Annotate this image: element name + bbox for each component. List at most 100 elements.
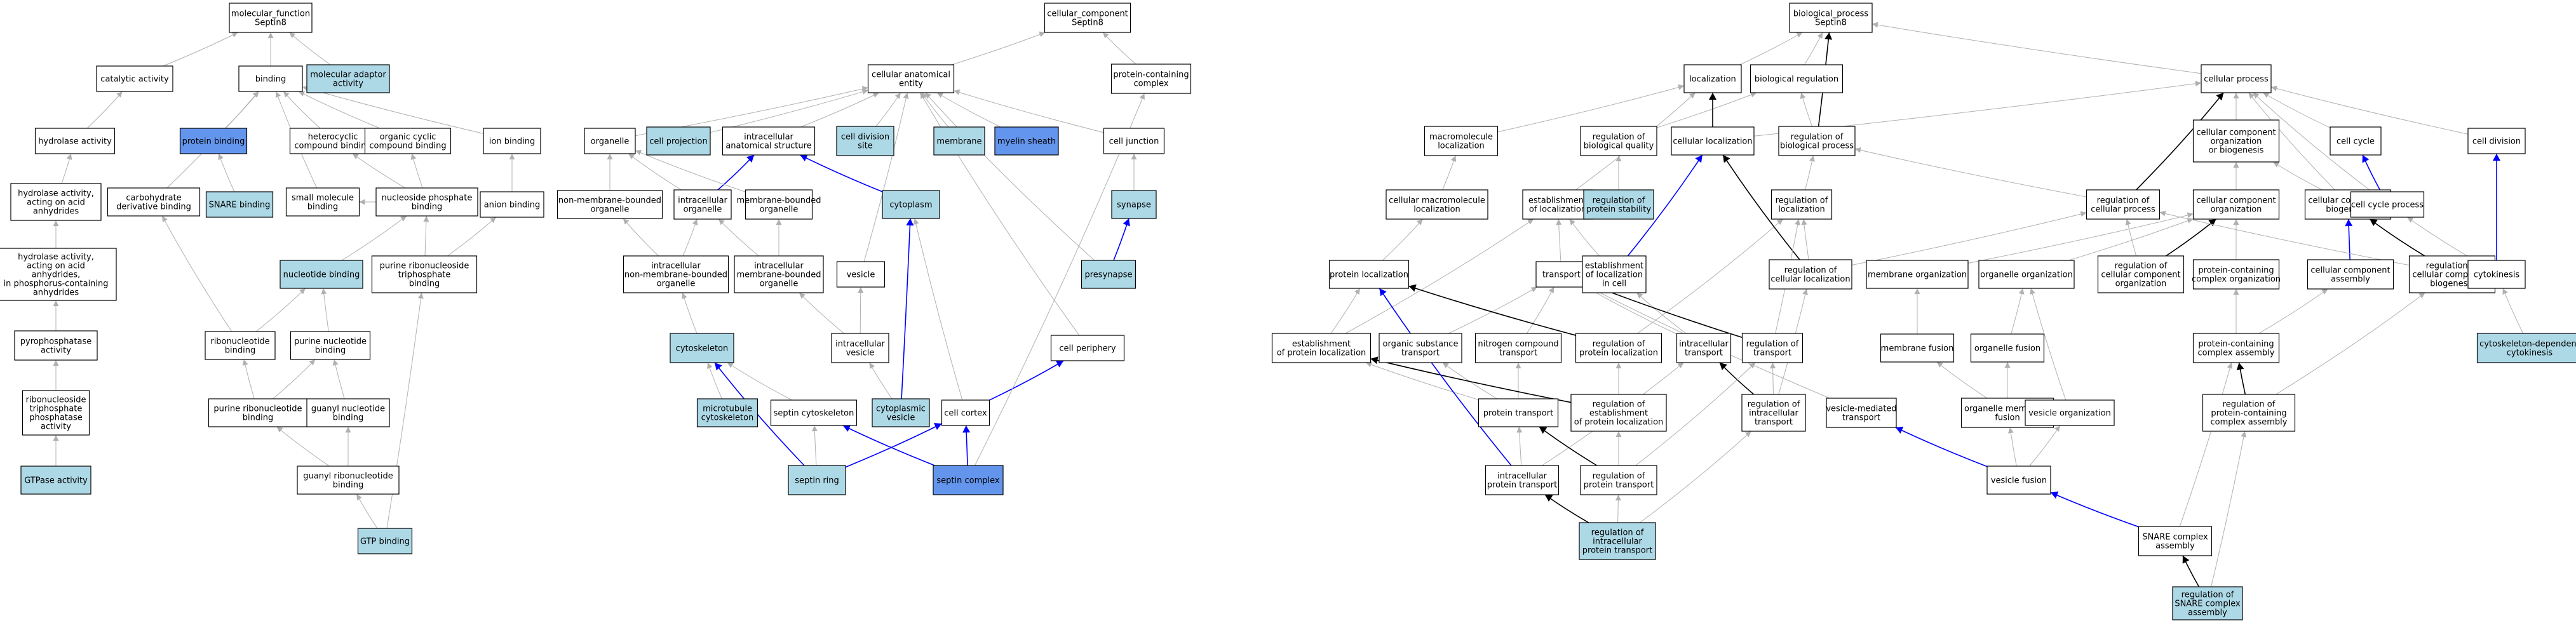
node-memorgp[interactable]: membrane organization	[1866, 260, 1969, 289]
node-transport[interactable]: transport	[1535, 261, 1588, 288]
node-organelle[interactable]: organelle	[584, 128, 636, 154]
node-hyd[interactable]: hydrolase activity	[34, 128, 116, 154]
node-cellproc[interactable]: cellular process	[2201, 64, 2272, 93]
node-ionb[interactable]: ion binding	[483, 128, 541, 154]
node-protb[interactable]: protein binding	[179, 128, 248, 154]
node-vesicle[interactable]: vesicle	[836, 261, 886, 288]
node-memfusion[interactable]: membrane fusion	[1880, 333, 1955, 363]
node-vesfusion[interactable]: vesicle fusion	[1986, 466, 2051, 495]
node-cytoplasm[interactable]: cytoplasm	[882, 190, 940, 219]
node-rntpase[interactable]: ribonucleosidetriphosphatephosphataseact…	[22, 390, 90, 436]
node-cellproj[interactable]: cell projection	[646, 126, 711, 156]
node-orgfusion[interactable]: organelle fusion	[1970, 333, 2045, 363]
node-bind[interactable]: binding	[238, 65, 303, 92]
node-ccproc[interactable]: cell cycle process	[2350, 191, 2425, 218]
node-gtpase[interactable]: GTPase activity	[20, 466, 91, 495]
node-cellloc[interactable]: cellular localization	[1671, 126, 1755, 156]
node-septring[interactable]: septin ring	[788, 465, 846, 495]
node-synapse[interactable]: synapse	[1111, 190, 1157, 219]
node-gtpb[interactable]: GTP binding	[357, 528, 413, 554]
node-cytokinesis[interactable]: cytokinesis	[2467, 260, 2526, 289]
node-presyn[interactable]: presynapse	[1081, 260, 1136, 289]
node-cellper[interactable]: cell periphery	[1050, 335, 1125, 361]
node-bioreg[interactable]: biological regulation	[1750, 64, 1844, 93]
node-intranonmem[interactable]: intracellularnon-membrane-boundedorganel…	[623, 255, 729, 293]
node-hydacid[interactable]: hydrolase activity,acting on acidanhydri…	[10, 183, 102, 221]
node-cytoskel[interactable]: cytoskeleton	[670, 333, 734, 363]
node-celljunc[interactable]: cell junction	[1103, 128, 1165, 154]
node-prottrans[interactable]: protein transport	[1478, 398, 1559, 427]
node-loc[interactable]: localization	[1683, 64, 1742, 93]
node-orgorg[interactable]: organelle organization	[1978, 260, 2075, 289]
node-celldivp[interactable]: cell division	[2467, 128, 2526, 154]
node-snareb[interactable]: SNARE binding	[205, 191, 274, 218]
node-septcyto[interactable]: septin cytoskeleton	[770, 399, 858, 426]
node-cortex[interactable]: cell cortex	[941, 399, 990, 426]
node-vesorg[interactable]: vesicle organization	[2025, 399, 2115, 426]
node-hydphos[interactable]: hydrolase activity,acting on acidanhydri…	[0, 248, 117, 301]
node-protloc[interactable]: protein localization	[1328, 260, 1410, 289]
node-septcomp[interactable]: septin complex	[933, 465, 1004, 495]
node-cellcycle[interactable]: cell cycle	[2330, 126, 2382, 156]
node-nucb[interactable]: nucleotide binding	[280, 260, 363, 289]
node-anionb[interactable]: anion binding	[480, 191, 544, 218]
